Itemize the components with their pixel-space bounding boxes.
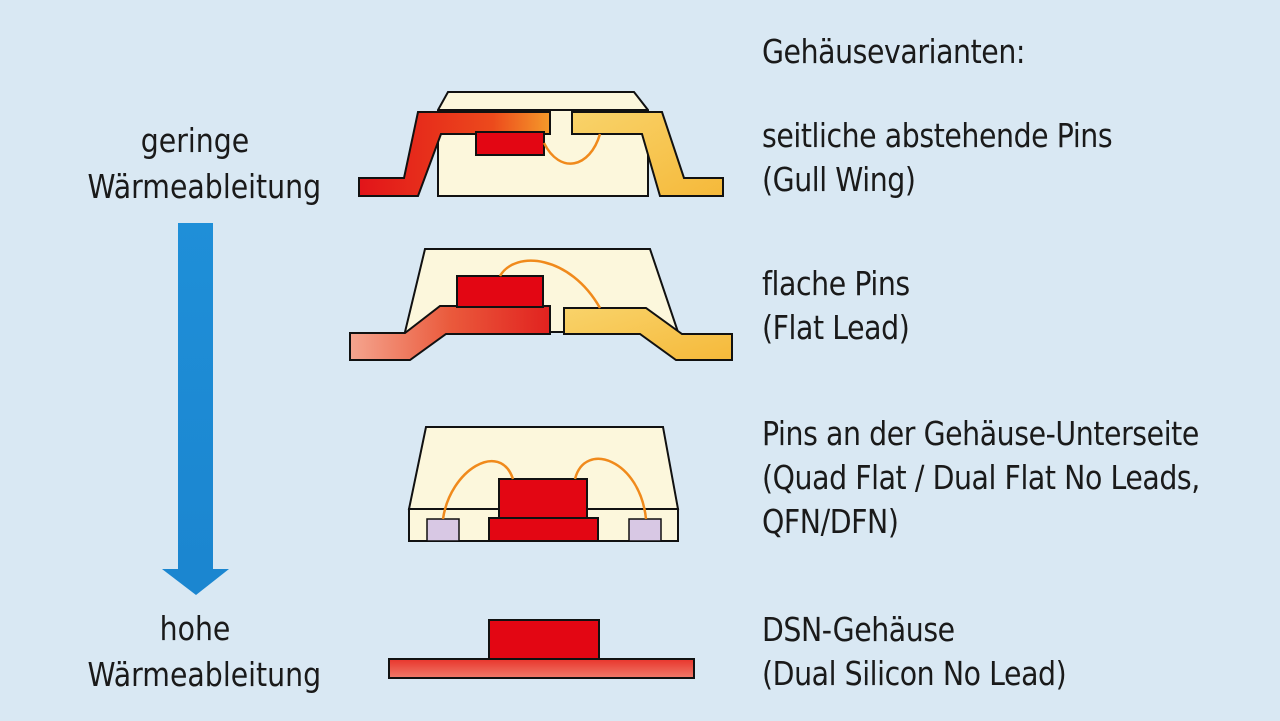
variant-line2: (Gull Wing) [762, 160, 916, 199]
qfn-dfn-package [407, 426, 680, 542]
heading-text: Gehäusevarianten: [762, 32, 1026, 71]
gull-wing-package [358, 91, 724, 197]
variant-line2: (Quad Flat / Dual Flat No Leads, [762, 458, 1200, 497]
high-label-line1: hohe [159, 609, 231, 648]
variant-line1: Pins an der Gehäuse-Unterseite [762, 414, 1199, 453]
low-label-line2: Wärmeableitung [87, 167, 322, 206]
variant-dsn-label: DSN-Gehäuse (Dual Silicon No Lead) [762, 608, 1067, 696]
variant-line1: DSN-Gehäuse [762, 610, 955, 649]
variant-line2: (Dual Silicon No Lead) [762, 654, 1067, 693]
low-label-line1: geringe [140, 121, 250, 160]
variant-line1: flache Pins [762, 264, 910, 303]
variant-line2: (Flat Lead) [762, 308, 910, 347]
high-heat-dissipation-label: hohe Wärmeableitung [87, 606, 322, 698]
heat-dissipation-arrow [162, 223, 229, 595]
variant-line1: seitliche abstehende Pins [762, 116, 1113, 155]
flat-lead-package [349, 248, 733, 361]
variant-gull-wing-label: seitliche abstehende Pins (Gull Wing) [762, 114, 1113, 202]
variant-qfn-dfn-label: Pins an der Gehäuse-Unterseite (Quad Fla… [762, 412, 1200, 544]
heading: Gehäusevarianten: [762, 30, 1025, 74]
variant-flat-lead-label: flache Pins (Flat Lead) [762, 262, 910, 350]
high-label-line2: Wärmeableitung [87, 655, 322, 694]
low-heat-dissipation-label: geringe Wärmeableitung [87, 118, 322, 210]
dsn-package [388, 619, 695, 679]
variant-line3: QFN/DFN) [762, 502, 899, 541]
